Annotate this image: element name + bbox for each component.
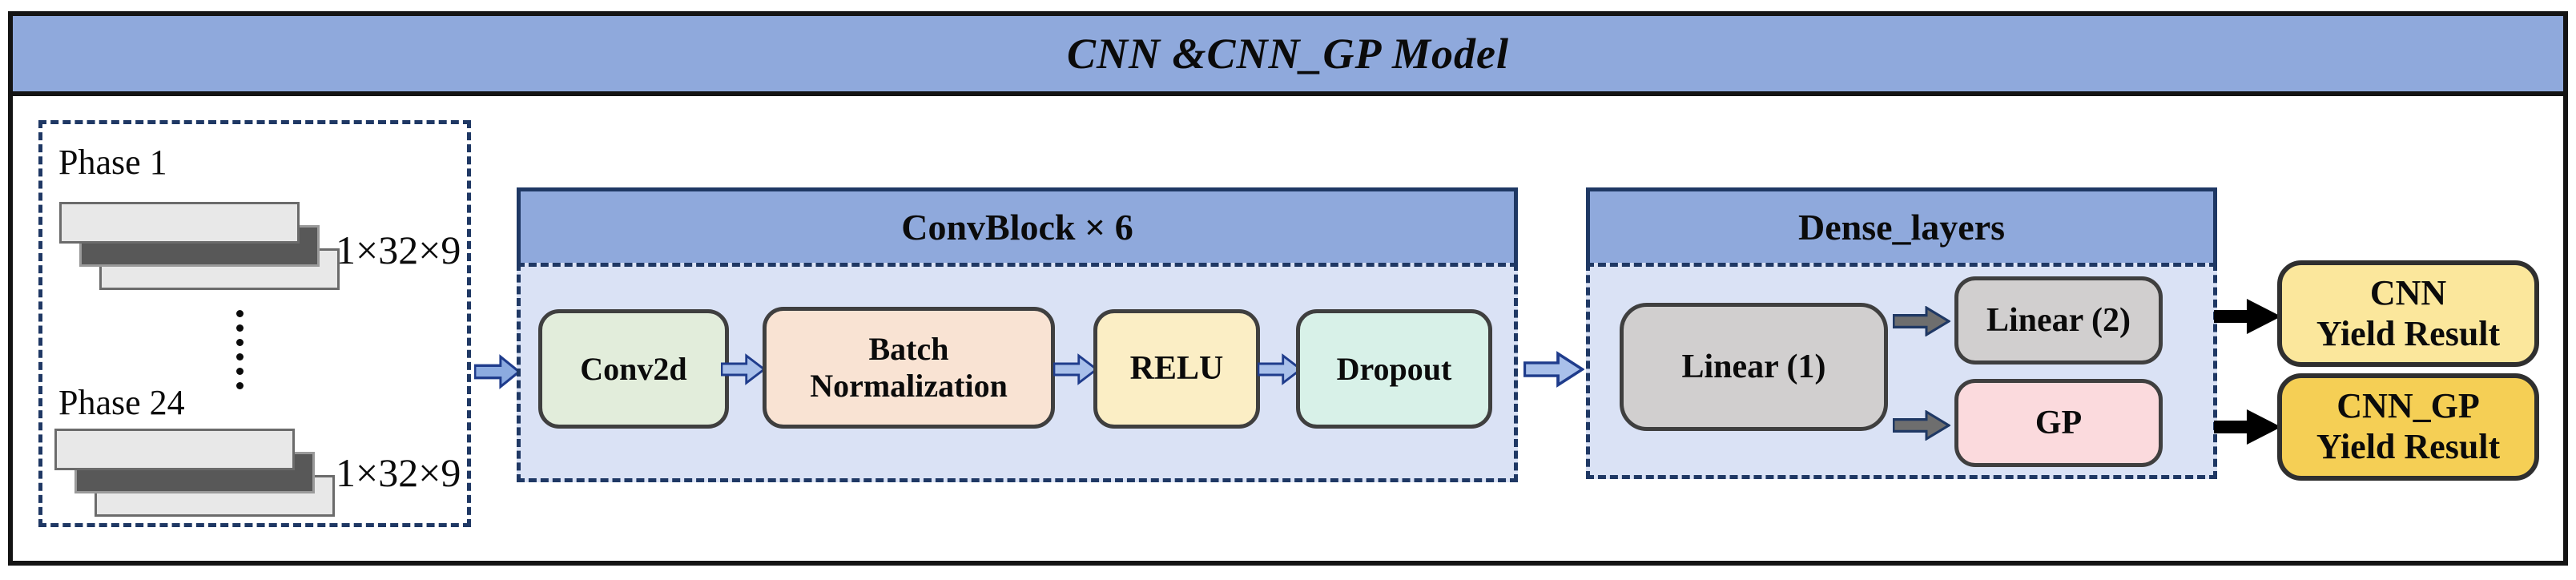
flow-arrow-icon: [721, 353, 766, 385]
gray-arrow-linear1-to-gp-icon: [1893, 410, 1950, 441]
gp-box: GP: [1954, 379, 2163, 467]
linear-1-box: Linear (1): [1620, 303, 1888, 431]
phase-24-label: Phase 24: [58, 383, 185, 422]
phase-1-feature-stack-icon: [59, 202, 340, 292]
cnn-gp-result-line1: CNN_GP: [2337, 386, 2480, 426]
feature-sheet: [59, 202, 300, 244]
title-bar: CNN &CNN_GP Model: [13, 16, 2563, 96]
flow-arrow-icon: [1053, 353, 1098, 385]
black-arrow-to-cnn-result-icon: [2214, 297, 2283, 336]
flow-arrow-convblock-to-dense-icon: [1523, 351, 1584, 388]
batch-normalization-layer-box: Batch Normalization: [763, 307, 1055, 429]
flow-arrow-input-to-convblock-icon: [474, 354, 521, 389]
phase-1-shape-label: 1×32×9: [336, 228, 461, 272]
feature-sheet: [54, 429, 295, 470]
flow-arrow-icon: [1258, 353, 1302, 385]
cnn-gp-yield-result-box: CNN_GP Yield Result: [2277, 373, 2539, 481]
model-frame: CNN &CNN_GP Model Phase 1 1×32×9 Phase 2…: [8, 11, 2568, 566]
input-phases-panel: Phase 1 1×32×9 Phase 24 1×32×9: [38, 120, 471, 527]
relu-layer-box: RELU: [1093, 309, 1260, 429]
cnn-gp-result-line2: Yield Result: [2316, 427, 2501, 466]
cnn-result-line2: Yield Result: [2316, 313, 2501, 353]
linear-2-box: Linear (2): [1954, 276, 2163, 365]
vertical-ellipsis-icon: [236, 310, 244, 389]
gray-arrow-linear1-to-linear2-icon: [1893, 306, 1950, 336]
diagram-content: Phase 1 1×32×9 Phase 24 1×32×9: [13, 96, 2563, 527]
phase-24-feature-stack-icon: [54, 429, 335, 518]
black-arrow-to-cnn-gp-result-icon: [2214, 408, 2283, 446]
dropout-layer-box: Dropout: [1296, 309, 1492, 429]
cnn-yield-result-box: CNN Yield Result: [2277, 260, 2539, 367]
figure-title: CNN &CNN_GP Model: [1067, 30, 1509, 78]
conv2d-layer-box: Conv2d: [538, 309, 729, 429]
dense-layers-header: Dense_layers: [1586, 187, 2217, 263]
convblock-header: ConvBlock × 6: [517, 187, 1518, 263]
cnn-result-line1: CNN: [2369, 272, 2447, 312]
phase-1-label: Phase 1: [58, 143, 167, 182]
phase-24-shape-label: 1×32×9: [336, 450, 461, 495]
